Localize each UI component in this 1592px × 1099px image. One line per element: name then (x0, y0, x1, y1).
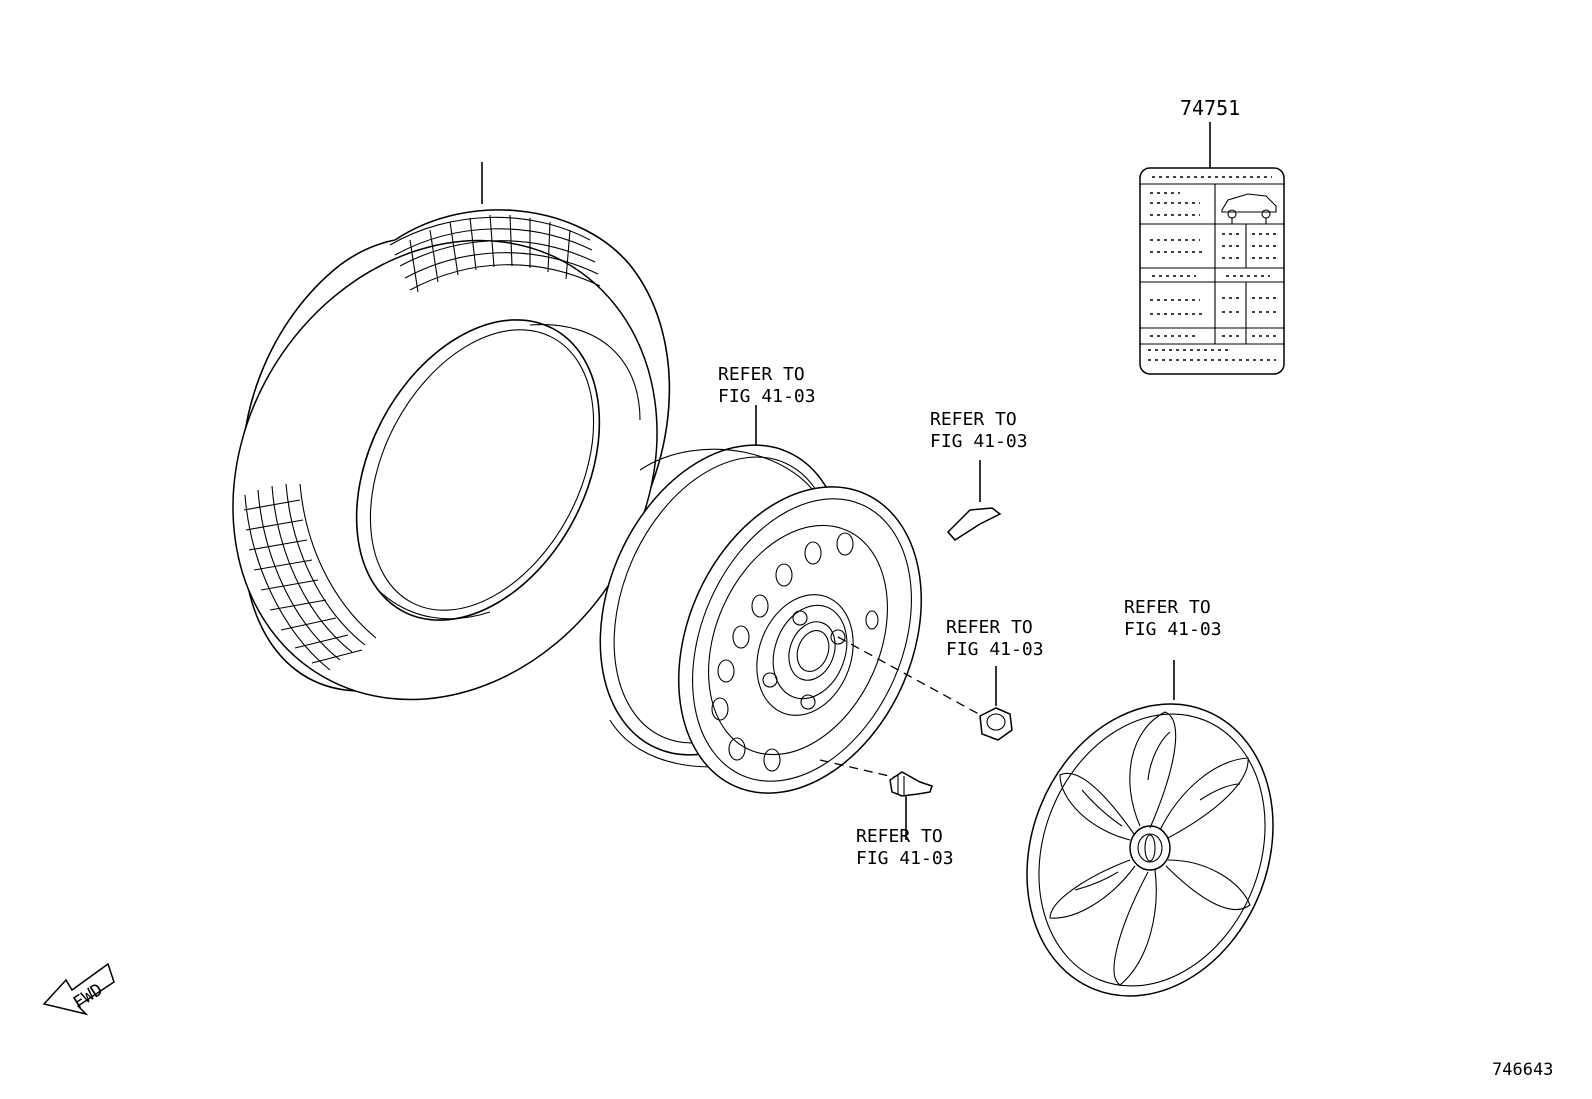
valve-stem-icon[interactable] (889, 771, 933, 840)
refer-cap-line2[interactable]: FIG 41-03 (1124, 619, 1222, 640)
refer-valve-line1[interactable]: REFER TO (856, 826, 943, 847)
refer-valve-line2[interactable]: FIG 41-03 (856, 848, 954, 869)
wheel-cap-icon[interactable] (984, 660, 1315, 1033)
fwd-arrow-icon: FWD (42, 962, 115, 1016)
part-label-number: 74751 (1180, 96, 1240, 120)
hub-nut-icon[interactable] (979, 666, 1013, 741)
refer-weight-line1[interactable]: REFER TO (930, 409, 1017, 430)
balance-weight-icon[interactable] (946, 460, 1002, 541)
figure-id: 746643 (1492, 1060, 1553, 1080)
refer-nut-line1[interactable]: REFER TO (946, 617, 1033, 638)
nut-assembly-line (837, 636, 987, 719)
refer-wheel-line2[interactable]: FIG 41-03 (718, 386, 816, 407)
refer-nut-line2[interactable]: FIG 41-03 (946, 639, 1044, 660)
tire-pressure-label-icon[interactable] (1139, 122, 1285, 375)
refer-cap-line1[interactable]: REFER TO (1124, 597, 1211, 618)
steel-wheel-icon[interactable] (554, 405, 968, 832)
refer-wheel-line1[interactable]: REFER TO (718, 364, 805, 385)
refer-weight-line2[interactable]: FIG 41-03 (930, 431, 1028, 452)
